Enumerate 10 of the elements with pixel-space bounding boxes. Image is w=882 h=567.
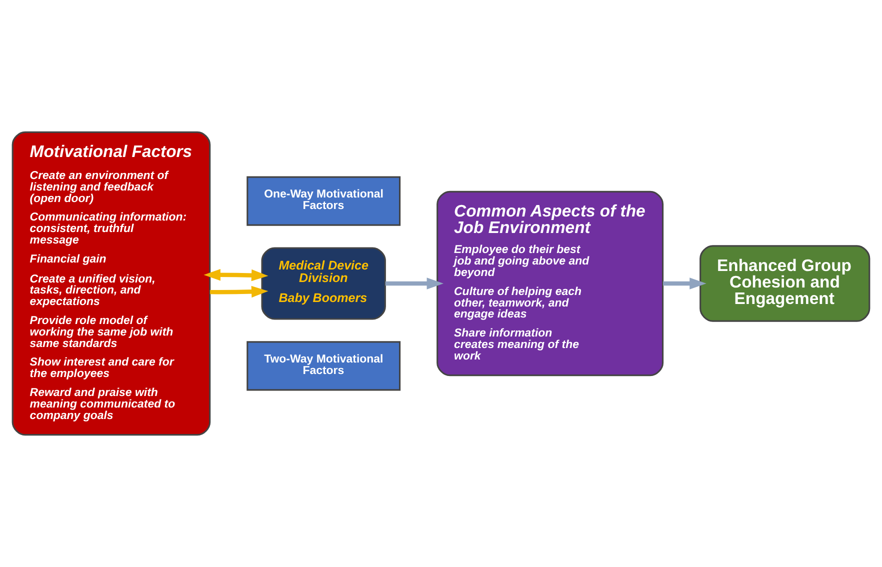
node-box: Two-Way Motivational Factors <box>246 341 401 391</box>
arrow <box>210 286 268 298</box>
node-box: Enhanced Group Cohesion and Engagement <box>700 245 870 322</box>
node-box: Common Aspects of the Job Environment Employee do their best job and going above and beyond Culture of helping each other, teamwork, and engage ideas Share information creates meaning of the work <box>436 190 664 376</box>
arrow <box>385 278 444 290</box>
node-box: Medical Device Division Baby Boomers <box>261 247 386 320</box>
node-box: Motivational Factors Create an environment of listening and feedback (open door) Communicating information: consistent, truthful message Financial gain Create a unified vision, tasks, direction, and expectations Provide role model of working the same job with same standards Show interest and care for the employees Reward and praise with meaning communicated to company goals <box>12 131 211 436</box>
arrow <box>663 278 706 290</box>
arrow <box>204 269 268 282</box>
node-box: One-Way Motivational Factors <box>246 176 401 226</box>
